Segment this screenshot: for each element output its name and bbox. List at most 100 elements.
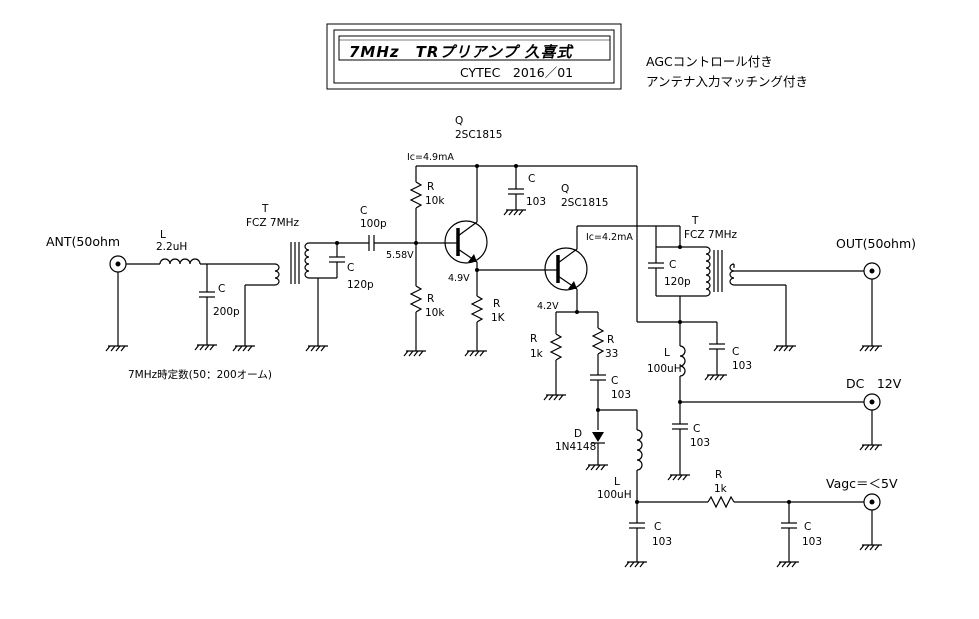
ground-symbol [667,474,690,481]
time-constant-note: 7MHz時定数(50：200オーム) [128,368,272,381]
r-e2b-value: 33 [605,348,618,360]
ground-symbol [859,345,882,352]
c-e2-ref: C [611,375,618,387]
ground-symbol [704,374,727,381]
resistor-r-b2 [409,285,423,313]
resistor-r-agc [707,495,735,509]
ground-symbol [464,350,487,357]
q1-ref: Q [455,115,463,127]
c-agc1-value: 103 [652,536,672,548]
l-in-value: 2.2uH [156,241,187,253]
ground-symbol [624,561,647,568]
c-pwr2-value: 103 [690,437,710,449]
ground-symbol [585,464,608,471]
ground-symbol [105,345,128,352]
r-b1-ref: R [427,181,434,193]
title-main: 7MHz TRプリアンプ 久喜式 [349,43,575,61]
ic-q2-label: Ic=4.2mA [586,232,633,243]
ground-symbol [403,350,426,357]
c-t2-value: 120p [664,276,691,288]
ground-symbol [859,444,882,451]
q2-ref: Q [561,183,569,195]
c-dec1-ref: C [528,173,535,185]
t2-value: FCZ 7MHz [684,229,738,241]
c-pwr1-ref: C [732,346,739,358]
c-e2-value: 103 [611,389,631,401]
t1-value: FCZ 7MHz [246,217,300,229]
ground-symbol [773,345,796,352]
r-e1-ref: R [493,298,500,310]
ic-q1-label: Ic=4.9mA [407,152,454,163]
c-agc2-ref: C [804,521,811,533]
inductor-l-pwr [679,345,686,377]
ground-symbol [859,544,882,551]
title-sub: CYTEC 2016／01 [460,65,573,80]
resistor-r-e2a [549,333,563,361]
r-b2-value: 10k [425,307,445,319]
transistor-q1 [444,220,488,264]
d-ref: D [574,428,582,440]
c-in-ref: C [218,283,225,295]
t1-ref: T [261,203,269,215]
r-agc-ref: R [715,469,722,481]
r-e2a-value: 1k [530,348,544,360]
output-connector [863,262,881,280]
c-cpl-ref: C [360,205,367,217]
r-b1-value: 10k [425,195,445,207]
c-in-value: 200p [213,306,240,318]
c-pwr2-ref: C [693,423,700,435]
q1-value: 2SC1815 [455,129,502,141]
resistor-r-b1 [409,181,423,209]
transistor-q2 [544,247,588,291]
note-matching: アンテナ入力マッチング付き [646,74,808,89]
agc-connector [863,493,881,511]
r-e2a-ref: R [530,333,537,345]
l-in-ref: L [160,229,166,241]
c-t1-value: 120p [347,279,374,291]
input-label: ANT(50ohm [46,234,120,249]
c-agc2-value: 103 [802,536,822,548]
r-e2b-ref: R [607,334,614,346]
transformer-t1-secondary [304,242,310,279]
v-emitter2-label: 4.2V [537,301,559,312]
c-dec1-value: 103 [526,196,546,208]
l-pwr-ref: L [664,347,670,359]
c-cpl-value: 100p [360,218,387,230]
v-emitter1-label: 4.9V [448,273,470,284]
c-agc1-ref: C [654,521,661,533]
r-b2-ref: R [427,293,434,305]
c-pwr1-value: 103 [732,360,752,372]
transformer-t2-secondary [729,263,735,286]
l-pwr-value: 100uH [647,363,682,375]
l-agc-value: 100uH [597,489,632,501]
r-agc-value: 1k [714,483,728,495]
agc-label: Vagc＝＜5V [826,476,898,491]
note-agc: AGCコントロール付き [646,54,773,69]
transformer-t2-primary [705,246,711,297]
t2-ref: T [691,215,699,227]
input-connector [109,255,127,273]
transformer-t1-primary [274,263,280,286]
ground-symbol [194,344,217,351]
l-agc-ref: L [614,476,620,488]
q2-value: 2SC1815 [561,197,608,209]
ground-symbol [503,209,526,216]
d-value: 1N4148 [555,441,596,453]
output-label: OUT(50ohm) [836,236,916,251]
ground-symbol [776,561,799,568]
power-connector [863,393,881,411]
inductor-l-in [159,258,201,265]
r-e1-value: 1K [491,312,506,324]
resistor-r-e2b [591,327,605,355]
inductor-l-agc [636,429,643,471]
c-t1-ref: C [347,262,354,274]
resistor-r-e1 [470,295,484,323]
v-base-label: 5.58V [386,250,414,261]
c-t2-ref: C [669,259,676,271]
title-block: 7MHz TRプリアンプ 久喜式 CYTEC 2016／01 [326,23,622,90]
power-label: DC 12V [846,376,902,391]
ground-symbol [305,345,328,352]
ground-symbol [232,345,255,352]
ground-symbol [543,394,566,401]
